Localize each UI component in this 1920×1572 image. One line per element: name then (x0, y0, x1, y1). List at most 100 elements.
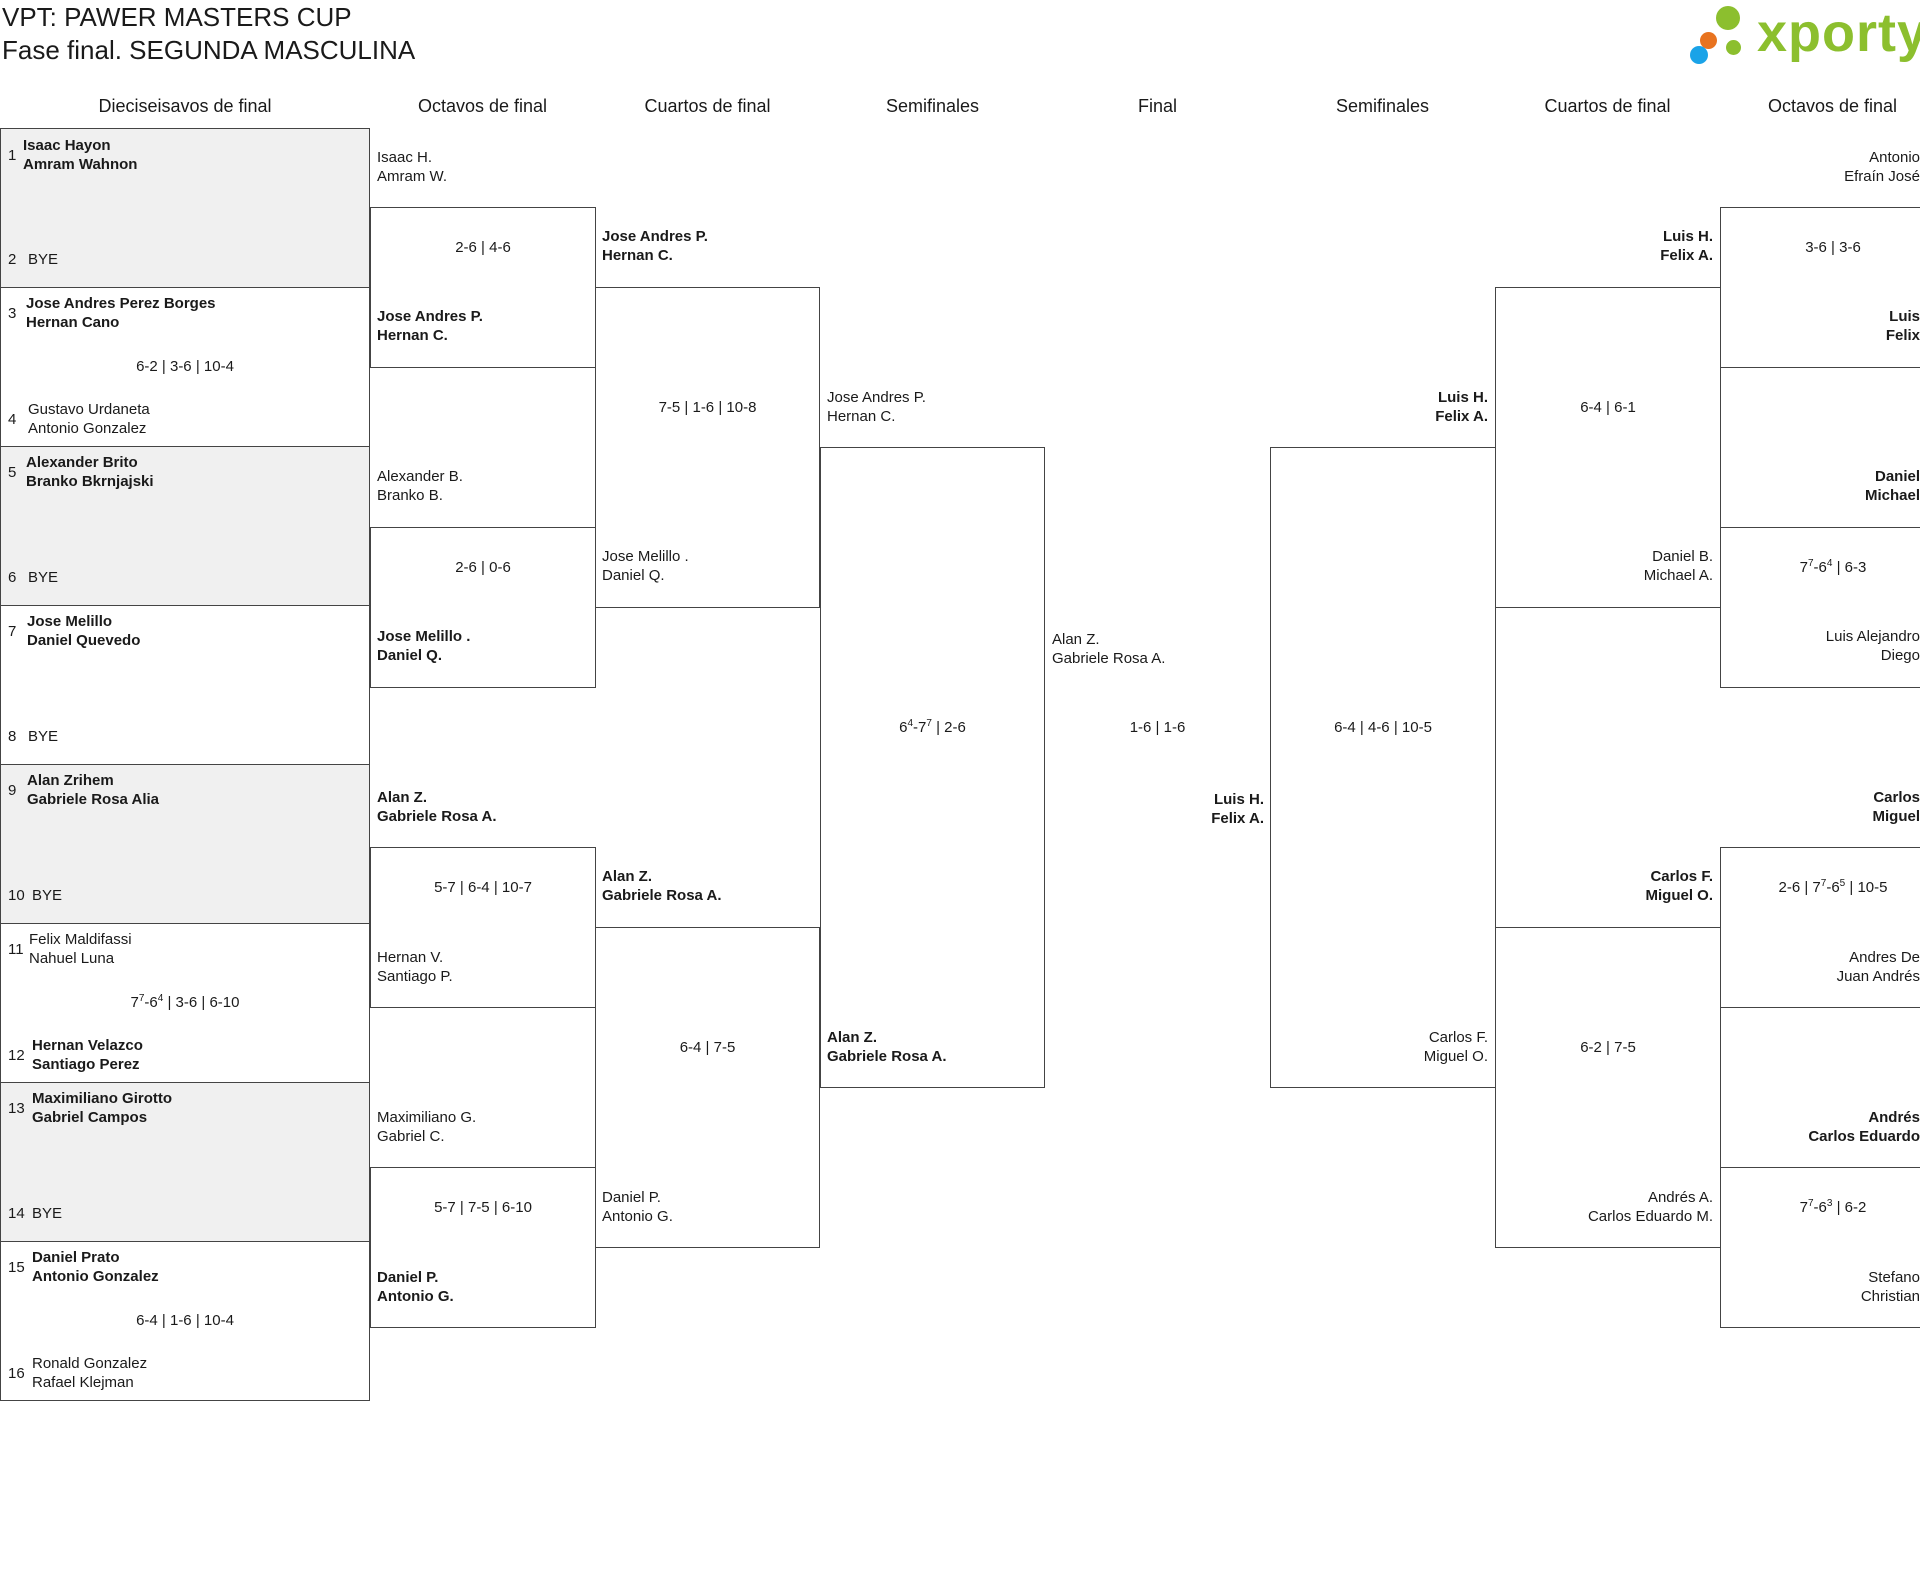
player-name: Maximiliano G. (377, 1109, 477, 1126)
logo-dot-orange-icon (1700, 32, 1717, 49)
team-entry[interactable]: BYE (32, 1204, 62, 1223)
player-name: Michael (1864, 487, 1920, 504)
player-name: Gabriel C. (377, 1128, 445, 1145)
qf-match-box (1495, 287, 1721, 608)
round-header-r16-right: Octavos de final (1767, 96, 1898, 116)
seed-number: 1 (8, 147, 17, 164)
xporty-logo[interactable]: xporty (1690, 3, 1920, 68)
team-entry[interactable]: Jose Melillo . Daniel Q. (377, 627, 470, 665)
team-entry[interactable]: Carlos F. Miguel O. (1525, 867, 1714, 905)
tiebreak-superscript: 7 (138, 993, 145, 1004)
team-entry[interactable]: Alan Zrihem Gabriele Rosa Alia (27, 771, 159, 809)
team-entry[interactable]: Carlos F. Miguel O. (1300, 1028, 1488, 1066)
team-entry[interactable]: Stefano Christian (1740, 1268, 1920, 1306)
player-name: Luis H. (1213, 791, 1264, 808)
team-entry[interactable]: Jose Andres Perez Borges Hernan Cano (26, 294, 216, 332)
player-name: Isaac H. (377, 149, 433, 166)
team-entry[interactable]: Luis H. Felix A. (1110, 790, 1264, 828)
player-name: Andrés A. (1647, 1189, 1713, 1206)
player-name: BYE (28, 569, 59, 586)
player-name: Ronald Gonzalez (32, 1355, 148, 1372)
player-name: Alan Z. (827, 1029, 878, 1046)
team-entry[interactable]: Luis H. Felix A. (1300, 388, 1488, 426)
team-entry[interactable]: Jose Melillo Daniel Quevedo (27, 612, 140, 650)
team-entry[interactable]: Alan Z. Gabriele Rosa A. (602, 867, 722, 905)
team-entry[interactable]: Jose Melillo . Daniel Q. (602, 547, 689, 585)
team-entry[interactable]: BYE (28, 727, 58, 746)
team-entry[interactable]: Antonio Efraín José (1740, 148, 1920, 186)
tiebreak-superscript: 3 (1826, 1198, 1833, 1209)
player-name: BYE (28, 728, 59, 745)
player-name: Stefano (1868, 1269, 1920, 1286)
team-entry[interactable]: Hernan Velazco Santiago Perez (32, 1036, 143, 1074)
player-name: Hernan C. (827, 408, 896, 425)
team-entry[interactable]: Daniel P. Antonio G. (602, 1188, 673, 1226)
tiebreak-superscript: 7 (1807, 1198, 1814, 1209)
player-name: Luis (1889, 308, 1920, 325)
team-entry[interactable]: Ronald Gonzalez Rafael Klejman (32, 1354, 147, 1392)
team-entry[interactable]: Andres De Juan Andrés (1740, 948, 1920, 986)
tiebreak-superscript: 5 (1839, 878, 1846, 889)
team-entry[interactable]: Gustavo Urdaneta Antonio Gonzalez (28, 400, 150, 438)
player-name: Branko B. (377, 487, 443, 504)
r16-match-box (1720, 527, 1920, 688)
team-entry[interactable]: Isaac Hayon Amram Wahnon (23, 136, 137, 174)
player-name: Alan Z. (377, 789, 428, 806)
player-name: Hernan C. (602, 247, 673, 264)
player-name: Miguel (1872, 808, 1920, 825)
team-entry[interactable]: BYE (28, 568, 58, 587)
team-entry[interactable]: Alexander B. Branko B. (377, 467, 463, 505)
team-entry[interactable]: Jose Andres P. Hernan C. (602, 227, 708, 265)
team-entry[interactable]: BYE (32, 886, 62, 905)
team-entry[interactable]: Daniel Prato Antonio Gonzalez (32, 1248, 159, 1286)
player-name: Branko Bkrnjajski (26, 473, 154, 490)
team-entry[interactable]: Hernan V. Santiago P. (377, 948, 453, 986)
player-name: Santiago Perez (32, 1056, 140, 1073)
team-entry[interactable]: Maximiliano Girotto Gabriel Campos (32, 1089, 172, 1127)
team-entry[interactable]: Alan Z. Gabriele Rosa A. (377, 788, 497, 826)
team-entry[interactable]: Jose Andres P. Hernan C. (377, 307, 483, 345)
match-score: 2-6 | 77-65 | 10-5 (1778, 878, 1888, 897)
match-score: 1-6 | 1-6 (1129, 719, 1186, 736)
player-name: Daniel Q. (602, 567, 665, 584)
team-entry[interactable]: Carlos Miguel (1740, 788, 1920, 826)
qf-match-box (595, 287, 820, 608)
logo-dot-green-small-icon (1726, 40, 1741, 55)
player-name: Felix A. (1435, 408, 1488, 425)
player-name: Gabriele Rosa A. (602, 887, 722, 904)
player-name: Antonio Gonzalez (32, 1268, 159, 1285)
player-name: Carlos Eduardo (1808, 1128, 1920, 1145)
team-entry[interactable]: Daniel Michael (1740, 467, 1920, 505)
player-name: Gabriele Rosa A. (1052, 650, 1166, 667)
round-header-qf-left: Cuartos de final (644, 96, 771, 116)
team-entry[interactable]: Daniel B. Michael A. (1525, 547, 1713, 585)
team-entry[interactable]: Andrés Carlos Eduardo (1740, 1108, 1920, 1146)
match-score: 77-64 | 3-6 | 6-10 (130, 993, 240, 1012)
team-entry[interactable]: Maximiliano G. Gabriel C. (377, 1108, 476, 1146)
team-entry[interactable]: Isaac H. Amram W. (377, 148, 447, 186)
team-entry[interactable]: Jose Andres P. Hernan C. (827, 388, 926, 426)
player-name: Daniel Q. (377, 647, 443, 664)
seed-number: 16 (8, 1365, 25, 1382)
seed-number: 8 (8, 728, 17, 745)
team-entry[interactable]: Andrés A. Carlos Eduardo M. (1525, 1188, 1713, 1226)
team-entry[interactable]: Felix Maldifassi Nahuel Luna (29, 930, 132, 968)
team-entry[interactable]: BYE (28, 250, 58, 269)
player-name: Daniel B. (1652, 548, 1713, 565)
player-name: Alexander Brito (26, 454, 138, 471)
team-entry[interactable]: Daniel P. Antonio G. (377, 1268, 454, 1306)
seed-number: 13 (8, 1100, 25, 1117)
tiebreak-superscript: 4 (907, 718, 914, 729)
team-entry[interactable]: Alan Z. Gabriele Rosa A. (1052, 630, 1165, 668)
player-name: Antonio (1869, 149, 1920, 166)
logo-text: xporty (1757, 3, 1920, 63)
team-entry[interactable]: Alexander Brito Branko Bkrnjajski (26, 453, 154, 491)
team-entry[interactable]: Luis Alejandro Diego (1740, 627, 1920, 665)
player-name: Maximiliano Girotto (32, 1090, 173, 1107)
player-name: Alan Z. (602, 868, 653, 885)
team-entry[interactable]: Luis H. Felix A. (1525, 227, 1713, 265)
sf-match-box (1270, 447, 1496, 1088)
seed-number: 6 (8, 569, 17, 586)
team-entry[interactable]: Alan Z. Gabriele Rosa A. (827, 1028, 947, 1066)
team-entry[interactable]: Luis Felix (1740, 307, 1920, 345)
